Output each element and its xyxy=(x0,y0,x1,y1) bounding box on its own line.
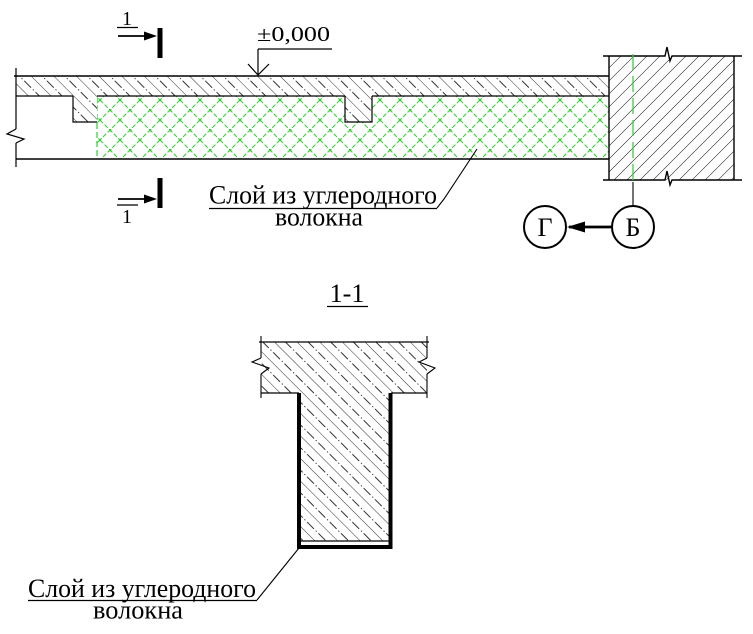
flange-right-break xyxy=(417,336,437,398)
axis-letter-right: Б xyxy=(626,213,641,242)
section-cut-bar xyxy=(157,178,163,208)
carbon-label-line2: волокна xyxy=(93,596,183,625)
carbon-label-leader xyxy=(436,148,478,209)
slab-key-1 xyxy=(72,96,97,123)
carbon-fiber-wrap xyxy=(297,393,393,549)
section-title: 1-1 xyxy=(330,279,365,308)
carbon-label-section: Слой из углеродного волокна xyxy=(28,547,300,625)
axis-arrow-head-icon xyxy=(567,221,585,233)
axis-circles: Г Б xyxy=(523,205,655,249)
section-number-bottom: 1 xyxy=(122,206,132,228)
section-arrow-icon xyxy=(144,194,157,204)
axis-circle-left xyxy=(523,205,567,249)
slab-key-2 xyxy=(344,96,373,123)
wall-bottom-break-line xyxy=(603,170,742,188)
wall xyxy=(603,46,742,188)
beam-flange xyxy=(250,336,437,398)
top-view: Г Б 1 1 ±0,000 xyxy=(5,8,742,249)
section-marker-top: 1 xyxy=(117,8,163,58)
carbon-label-line1: Слой из углеродного xyxy=(28,574,256,603)
section-1-1-view: 1-1 xyxy=(28,279,437,625)
section-marker-bottom: 1 xyxy=(117,178,163,228)
carbon-label-leader xyxy=(256,547,300,601)
section-arrow-icon xyxy=(144,31,157,41)
elevation-mark: ±0,000 xyxy=(247,22,332,76)
beam-web xyxy=(297,393,393,549)
carbon-label-line1: Слой из углеродного xyxy=(209,181,437,210)
wall-top-break-line xyxy=(603,46,742,64)
section-cut-bar xyxy=(157,28,163,58)
carbon-label-line2: волокна xyxy=(275,203,363,232)
slab-band xyxy=(16,76,609,96)
carbon-label-top: Слой из углеродного волокна xyxy=(209,148,478,232)
flange-left-break xyxy=(250,336,271,398)
elevation-value: ±0,000 xyxy=(257,22,330,46)
section-number-top: 1 xyxy=(122,8,132,30)
left-break-edge xyxy=(5,68,26,167)
elevation-arrow-icon xyxy=(247,63,270,76)
axis-letter-left: Г xyxy=(537,213,552,242)
